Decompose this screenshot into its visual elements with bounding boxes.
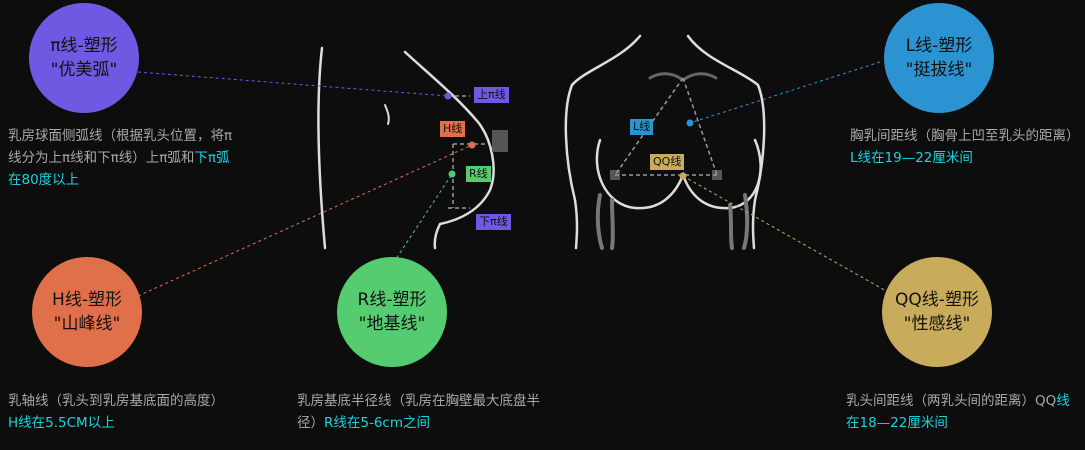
qq-title: QQ线-塑形 <box>895 290 979 310</box>
qq-subtitle: "性感线" <box>903 314 971 334</box>
tag-l: L线 <box>630 119 654 135</box>
h-title: H线-塑形 <box>52 290 122 310</box>
tag-qq: QQ线 <box>650 154 685 170</box>
upper-pi-dot <box>444 92 452 100</box>
l-desc-text: 胸乳间距线（胸骨上凹至乳头的距离） <box>850 128 1080 144</box>
l-title: L线-塑形 <box>905 36 973 56</box>
tag-lower-pi: 下π线 <box>476 214 511 230</box>
pi-desc-text: 乳房球面侧弧线（根据乳头位置，将π线分为上π线和下π线）上π弧和 <box>8 128 233 166</box>
h-dot <box>468 141 476 149</box>
pi-highlight: 下π弧在80度以上 <box>8 150 230 188</box>
pi-subtitle: "优美弧" <box>50 60 118 80</box>
l-description: 胸乳间距线（胸骨上凹至乳头的距离） L线在19—22厘米间 <box>850 125 1082 169</box>
r-line-circle: R线-塑形 "地基线" <box>337 257 447 367</box>
qq-desc-text: 乳头间距线（两乳头间的距离）QQ <box>846 393 1057 409</box>
tag-r: R线 <box>466 166 491 182</box>
h-line-circle: H线-塑形 "山峰线" <box>32 257 142 367</box>
r-description: 乳房基底半径线（乳房在胸壁最大底盘半径）R线在5-6cm之间 <box>297 390 542 434</box>
tag-upper-pi: 上π线 <box>474 87 509 103</box>
r-desc-text: 乳房基底半径线（乳房在胸壁最大底盘半径） <box>297 393 540 431</box>
r-subtitle: "地基线" <box>358 314 426 334</box>
tag-h: H线 <box>440 121 466 137</box>
pi-description: 乳房球面侧弧线（根据乳头位置，将π线分为上π线和下π线）上π弧和下π弧在80度以… <box>8 125 233 191</box>
qq-highlight: 线在18—22厘米间 <box>846 393 1070 431</box>
r-dot <box>448 170 456 178</box>
h-highlight: H线在5.5CM以上 <box>8 415 115 431</box>
l-dot <box>686 119 694 127</box>
l-highlight: L线在19—22厘米间 <box>850 150 973 166</box>
h-desc-text: 乳轴线（乳头到乳房基底面的高度） <box>8 393 224 409</box>
r-title: R线-塑形 <box>357 290 427 310</box>
qq-line-circle: QQ线-塑形 "性感线" <box>882 257 992 367</box>
pi-line-circle: π线-塑形 "优美弧" <box>29 3 139 113</box>
qq-dot <box>679 172 687 180</box>
pi-title: π线-塑形 <box>50 36 118 56</box>
l-subtitle: "挺拔线" <box>905 60 973 80</box>
h-subtitle: "山峰线" <box>53 314 121 334</box>
qq-description: 乳头间距线（两乳头间的距离）QQ线在18—22厘米间 <box>846 390 1082 434</box>
h-description: 乳轴线（乳头到乳房基底面的高度） H线在5.5CM以上 <box>8 390 253 434</box>
r-highlight: R线在5-6cm之间 <box>324 415 431 431</box>
l-line-circle: L线-塑形 "挺拔线" <box>884 3 994 113</box>
